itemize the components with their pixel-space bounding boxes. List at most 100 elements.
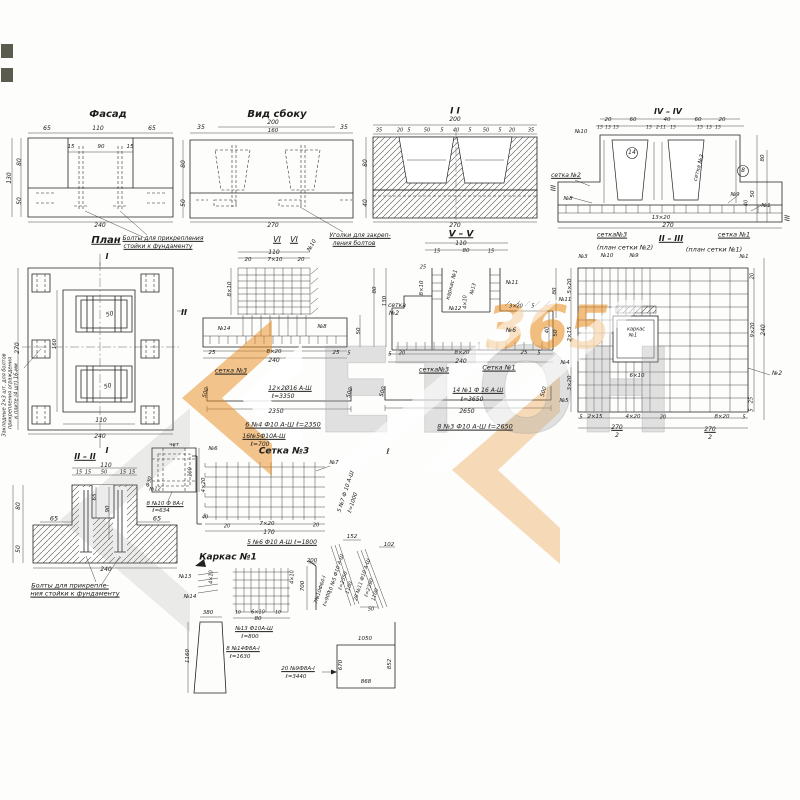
dim-label: №1 (739, 254, 749, 261)
dim-label: 270 (267, 221, 279, 229)
dim-label: (план сетки №1) (685, 245, 743, 254)
dim-label: 4×10 (462, 295, 469, 309)
dim-label: №10 (306, 238, 319, 253)
dim-label: 25 (332, 350, 340, 357)
dim-label: 50 (14, 545, 22, 553)
dim-label: 20 (244, 257, 252, 264)
dim-label: 15 (670, 125, 676, 131)
scan-artifact (1, 68, 13, 82)
dim-label: 110 (95, 416, 107, 424)
dim-label: 20 (604, 117, 612, 124)
dim-label: 13×20 (651, 215, 671, 222)
dim-label: 270 (611, 423, 623, 431)
dim-label: №13 Ф10А-Ш (235, 626, 273, 633)
dim-label: 15 (75, 469, 83, 476)
dim-label: №11 (558, 297, 572, 304)
dim-label: 2 (615, 431, 619, 439)
dim-label: 10 (275, 610, 281, 616)
dim-label: №1 (628, 332, 638, 339)
dim-label: 65 (92, 493, 99, 501)
dim-label: 5 (531, 303, 535, 310)
dim-label: 16№5Ф10А-Ш (242, 432, 286, 440)
dim-label: VI (290, 234, 298, 244)
dim-label: 2×15 (567, 326, 574, 342)
dim-label: №8 (563, 196, 573, 203)
dim-label: 25 (208, 350, 216, 357)
dim-label: 270 (662, 221, 674, 229)
dim-label: 25 (419, 264, 427, 271)
dim-label: III (549, 184, 558, 192)
dim-label: III (783, 214, 792, 222)
dim-label: 3×20 (509, 303, 523, 310)
dim-label: I (105, 251, 109, 261)
dim-label: №8 (317, 324, 327, 331)
dim-label: 500 (539, 385, 549, 398)
dim-label: к плите (4 шт) 16-мм (13, 363, 20, 419)
dim-label: 50 (367, 606, 375, 613)
dim-label: 8 (741, 166, 745, 174)
dim-label: 670 (338, 659, 345, 671)
dim-label: стойки к фундаменту (123, 242, 193, 250)
dim-label: 14 №1 Ф 16 А-Ш (452, 386, 504, 394)
dim-label: ℓ=3440 (285, 674, 307, 681)
label-setka2-iv: сетка №2 (551, 171, 581, 179)
dim-label: 5 (579, 414, 583, 421)
dim-label: 40 (544, 326, 551, 334)
dim-label: №6 (208, 446, 218, 453)
dim-label: 50 (553, 329, 560, 337)
dim-label: 40 (663, 117, 671, 124)
dim-label: 20 (508, 127, 516, 134)
dim-label: 5 №6 Ф10 А-Ш ℓ=1800 (247, 538, 317, 546)
dim-label: 80 (254, 616, 262, 623)
dim-label: №2 (771, 369, 783, 377)
dim-label: 1100 (370, 587, 381, 602)
dim-label: 80 (372, 286, 379, 294)
dim-label: сетка (388, 301, 406, 309)
dim-label: 270 (704, 425, 716, 433)
dim-label: 4×10 (208, 570, 215, 584)
dim-label: 152 (346, 534, 358, 541)
dim-label: 5 (537, 350, 541, 357)
dim-label: чет (169, 442, 179, 449)
dim-label: №11 (505, 280, 519, 287)
dim-label: №6 (505, 326, 517, 334)
view-title-setka3: Сетка №3 (258, 446, 310, 457)
dim-label: 8×20 (454, 350, 470, 357)
dim-label: 200 (267, 118, 279, 126)
dim-label: 9×20 (750, 322, 757, 338)
dim-label: 5 (440, 127, 444, 134)
dim-label: 80 (462, 248, 470, 255)
dim-label: 80 (179, 160, 187, 168)
dim-label: 8 №10 Ф 8А-I (146, 501, 184, 508)
dim-label: 50 (423, 127, 431, 134)
dim-label: №13 (469, 282, 478, 296)
dim-label: 8 №14Ф8А-I (226, 646, 260, 653)
dim-label: 2×15 (587, 414, 603, 421)
dim-label: 10 (235, 610, 241, 616)
dim-label: 5 (748, 408, 755, 412)
dim-label: 15 (613, 125, 619, 131)
dim-label: 50 (15, 197, 23, 205)
note-ugolki: Уголки для закреп- (329, 231, 391, 239)
view-title-IV-IV: IV – IV (654, 106, 682, 116)
dim-label: 1160 (185, 649, 192, 663)
dim-label: 6×10 (251, 609, 265, 616)
dim-label: 8×10 (227, 281, 234, 297)
dim-label: 5 (388, 351, 392, 358)
dim-label: 270 (13, 342, 21, 354)
dim-label: сетка №3 (692, 153, 706, 182)
dim-label: №12 (149, 486, 161, 493)
dim-label: 35 (340, 123, 348, 131)
dim-label: 20 (312, 522, 320, 529)
view-title-I-I: I I (450, 106, 460, 117)
label-plan: План (91, 234, 121, 246)
dim-label: 7×20 (259, 521, 275, 528)
dim-label: 12×2Ø16 А-Ш (268, 384, 312, 392)
label-setka3-iv: сетка№3 (596, 230, 628, 239)
dim-label: 240 (759, 324, 767, 336)
dim-label: 240 (100, 565, 112, 573)
dim-label: 270 (449, 221, 461, 229)
dim-label: 15 (646, 125, 652, 131)
dim-label: ℓ=1630 (229, 654, 251, 661)
